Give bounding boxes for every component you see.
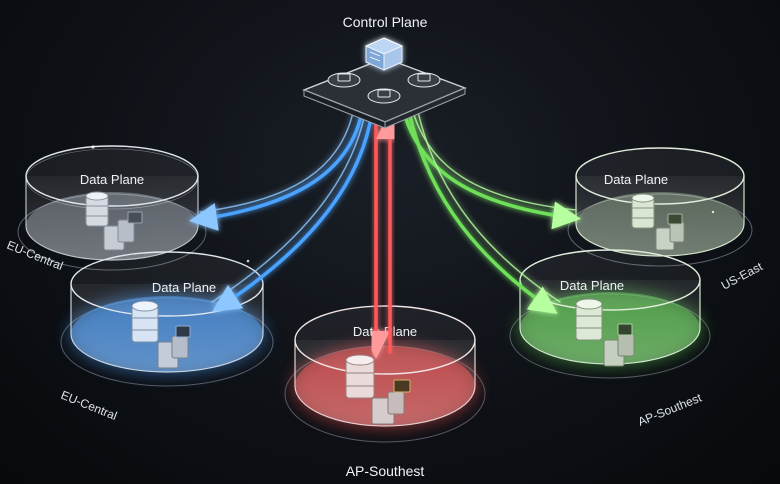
region-label-us-east: US-East [719, 259, 766, 293]
data-plane-ap-southest-red: Data Plane [284, 305, 486, 443]
region-label-eu-central: EU-Central [59, 388, 119, 423]
database-icon [85, 191, 109, 227]
chip-icon [175, 325, 191, 338]
node-icon [367, 88, 401, 104]
server-rack-icon [655, 221, 685, 251]
green-connections [402, 107, 581, 314]
data-plane-title: Data Plane [560, 278, 624, 293]
node-icon [407, 72, 441, 88]
data-plane-title: Data Plane [353, 324, 417, 339]
node-icon [327, 72, 361, 88]
chip-icon [393, 379, 411, 393]
data-plane-eu-central-blue: Data Plane [60, 251, 274, 387]
server-rack-icon [157, 335, 189, 369]
database-icon [131, 300, 159, 343]
chip-icon [617, 323, 633, 336]
region-label-ap-southest: AP-Southest [346, 463, 425, 479]
control-server-cube-icon [364, 37, 404, 71]
server-rack-icon [603, 333, 635, 367]
red-connections [362, 111, 404, 359]
server-rack-icon [103, 219, 135, 251]
region-label-ap-southest: AP-Southest [636, 390, 704, 428]
server-rack-icon [371, 391, 405, 425]
chip-icon [127, 211, 143, 224]
data-plane-us-east: Data Plane [567, 147, 753, 267]
data-plane-ap-southest-green: Data Plane [509, 249, 711, 379]
chip-icon [667, 213, 683, 225]
data-plane-title: Data Plane [80, 172, 144, 187]
data-plane-title: Data Plane [152, 280, 216, 295]
data-plane-eu-central-top: Data Plane [17, 145, 207, 271]
database-icon [345, 354, 375, 399]
database-icon [631, 193, 655, 229]
data-plane-title: Data Plane [604, 172, 668, 187]
sparkle-decoration [91, 145, 715, 263]
database-icon [575, 298, 603, 341]
control-plane-title: Control Plane [343, 14, 428, 30]
control-plane: Control Plane [302, 14, 467, 129]
blue-connections [189, 107, 374, 312]
